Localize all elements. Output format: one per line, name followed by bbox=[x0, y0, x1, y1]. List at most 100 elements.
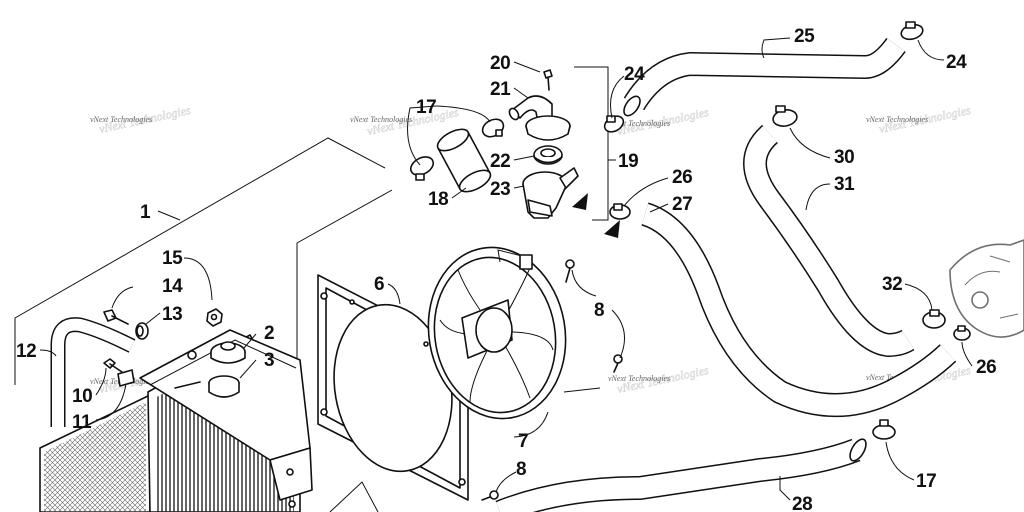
leader-line-17c bbox=[885, 441, 915, 481]
leader-line-22 bbox=[513, 155, 535, 161]
callout-8-upper: 8 bbox=[594, 300, 604, 321]
leader-line-20 bbox=[513, 61, 541, 73]
watermark-text: vNext Technologies bbox=[350, 115, 412, 124]
callout-6: 6 bbox=[374, 274, 384, 295]
clamp-30 bbox=[772, 105, 798, 127]
callout-8-lower: 8 bbox=[516, 459, 526, 480]
nut-15 bbox=[206, 308, 223, 327]
hose-25 bbox=[623, 37, 906, 117]
water-pump-housing bbox=[949, 239, 1024, 338]
leader-line-13 bbox=[145, 312, 161, 325]
radiator-bracket-line bbox=[296, 189, 393, 410]
watermark-text: vNext Technologies bbox=[608, 374, 670, 383]
clamp-32 bbox=[922, 309, 946, 329]
overflow-hose bbox=[50, 317, 136, 427]
callout-17-lower: 17 bbox=[916, 471, 936, 492]
leader-line-17a bbox=[407, 105, 437, 166]
fan-bracket bbox=[563, 387, 601, 393]
thermostat-housing-23 bbox=[522, 167, 579, 219]
fan-connector bbox=[519, 254, 533, 270]
clamp-26-upper bbox=[609, 203, 631, 220]
leader-line-12 bbox=[39, 349, 57, 357]
radiator-bolt-hole bbox=[286, 468, 294, 476]
leader-line-7 bbox=[513, 411, 549, 438]
screw-8-mid bbox=[613, 354, 623, 373]
callout-15: 15 bbox=[162, 248, 183, 269]
bracket-19 bbox=[574, 66, 609, 221]
leader-line-26a bbox=[623, 177, 669, 207]
callout-12: 12 bbox=[16, 341, 36, 362]
leader-line-26b bbox=[961, 341, 973, 367]
leader-line-1 bbox=[157, 210, 181, 221]
callout-7: 7 bbox=[518, 431, 528, 452]
callout-27: 27 bbox=[672, 194, 692, 215]
radiator-bolt-hole bbox=[288, 500, 296, 508]
radiator-fitting bbox=[187, 350, 197, 360]
watermark-text: vNext Technologies bbox=[608, 119, 670, 128]
leader-line-14 bbox=[111, 286, 134, 309]
callout-30: 30 bbox=[834, 147, 854, 168]
leader-line-23 bbox=[513, 185, 525, 189]
callout-labels: 1 2 3 6 7 8 8 10 11 12 13 14 15 17 17 18… bbox=[16, 26, 997, 512]
filler-neck-body bbox=[208, 382, 240, 398]
callout-20: 20 bbox=[490, 53, 510, 74]
radiator-cap bbox=[210, 341, 246, 364]
bolt-10 bbox=[103, 358, 123, 373]
hose-18 bbox=[436, 128, 492, 193]
thermostat-22 bbox=[533, 145, 563, 165]
leader-line-27 bbox=[649, 203, 669, 213]
callout-21: 21 bbox=[490, 79, 511, 100]
leader-line-11 bbox=[95, 383, 127, 421]
leader-line-24a bbox=[610, 75, 625, 119]
clamp-17-right bbox=[481, 118, 505, 138]
leader-lines bbox=[39, 37, 973, 501]
bolt-20 bbox=[543, 69, 553, 91]
frame-member bbox=[329, 481, 379, 512]
callout-19: 19 bbox=[618, 151, 638, 172]
callout-26-right: 26 bbox=[976, 357, 996, 378]
grommet-13 bbox=[135, 322, 149, 340]
callout-2: 2 bbox=[264, 323, 274, 344]
watermark-text: vNext Technologies bbox=[90, 115, 152, 124]
watermark-text: vNext Technologies bbox=[866, 115, 928, 124]
leader-line-17b bbox=[435, 105, 491, 123]
clamp-24-left bbox=[603, 115, 625, 133]
callout-3: 3 bbox=[264, 350, 274, 371]
callout-31: 31 bbox=[834, 174, 855, 195]
callout-14: 14 bbox=[162, 276, 183, 297]
leader-line-25 bbox=[761, 37, 791, 59]
leader-line-8c bbox=[495, 471, 517, 493]
leader-line-15 bbox=[183, 257, 213, 301]
hose-31 bbox=[743, 124, 915, 357]
callout-1: 1 bbox=[140, 202, 151, 223]
leader-line-6 bbox=[387, 283, 401, 305]
bolt-14 bbox=[103, 309, 129, 325]
callout-10: 10 bbox=[72, 386, 92, 407]
radiator-bracket-line bbox=[14, 137, 386, 385]
fan-shroud bbox=[317, 274, 469, 501]
clamp-11 bbox=[117, 369, 135, 387]
clamp-17-lower bbox=[872, 419, 896, 440]
leader-line-30 bbox=[789, 127, 831, 159]
hose-27 bbox=[640, 202, 957, 417]
callout-24-right: 24 bbox=[946, 52, 967, 73]
radiator bbox=[39, 329, 313, 512]
screw-8-lower bbox=[481, 490, 499, 501]
callout-11: 11 bbox=[72, 412, 92, 433]
callout-13: 13 bbox=[162, 304, 182, 325]
callout-23: 23 bbox=[490, 179, 510, 200]
leader-line-24b bbox=[917, 39, 945, 61]
leader-line-3 bbox=[239, 359, 257, 379]
callout-25: 25 bbox=[794, 26, 815, 47]
callout-26-upper: 26 bbox=[672, 167, 692, 188]
callout-17-upper: 17 bbox=[416, 97, 436, 118]
arrow-marker bbox=[604, 220, 620, 238]
leader-line-10 bbox=[95, 367, 107, 396]
callout-18: 18 bbox=[428, 189, 448, 210]
radiator-tube-stub bbox=[174, 381, 201, 389]
radiator-tank-seam bbox=[149, 339, 297, 386]
radiator-screen-mesh bbox=[44, 402, 146, 512]
callout-28: 28 bbox=[792, 494, 812, 512]
leader-line-2 bbox=[243, 333, 257, 349]
callout-24-left: 24 bbox=[624, 64, 645, 85]
